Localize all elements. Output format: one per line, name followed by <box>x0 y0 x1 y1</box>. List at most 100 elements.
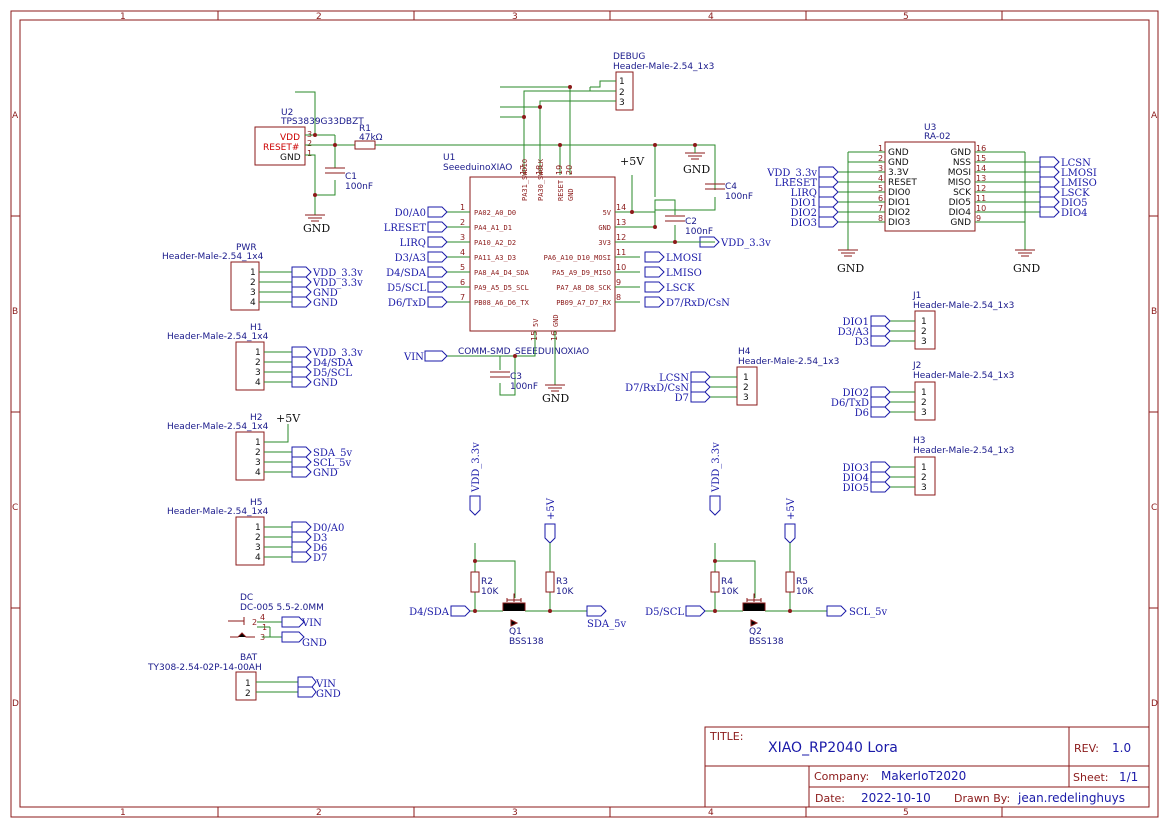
hdr-J1-net-1: DIO1 <box>842 317 869 328</box>
svg-text:5: 5 <box>878 184 883 193</box>
svg-text:16: 16 <box>976 144 986 153</box>
svg-text:1: 1 <box>255 348 261 358</box>
hdr-J2-net-2-flag <box>870 396 891 408</box>
vin-label: VIN <box>403 352 424 363</box>
u1-net-11: LMOSI <box>666 253 702 264</box>
shifter-R3-resistor <box>545 571 555 593</box>
hdr-H4-net-3-flag <box>690 391 711 403</box>
u3-net-6: DIO1 <box>790 198 817 209</box>
svg-text:4: 4 <box>255 378 261 388</box>
hdr-H3-net-3: DIO5 <box>842 483 869 494</box>
r1-ref: R1 <box>359 124 371 134</box>
col-label-bottom-4: 4 <box>708 808 714 818</box>
bat-part: TY308-2.54-02P-14-00AH <box>147 663 262 673</box>
u1-net-1: D0/A0 <box>395 208 426 219</box>
col-label-top-3: 3 <box>512 12 518 22</box>
hdr-J1-net-2-flag <box>870 325 891 337</box>
hdr-J2-net-1-flag <box>870 386 891 398</box>
u3-net-14-flag <box>1039 166 1060 178</box>
grid-labels: 1 2 3 4 5 1 2 3 4 5 A B C D A B C D <box>12 12 1158 818</box>
row-label-left-c: C <box>12 503 18 513</box>
u1-net-9: LSCK <box>666 283 695 294</box>
hdr-H4-net-3: D7 <box>675 393 689 404</box>
hdr-H2-net-2-flag <box>291 446 312 458</box>
u1-pin-1: PA02_A0_D0 <box>474 209 516 217</box>
u3-net-13-flag <box>1039 176 1060 188</box>
svg-text:5: 5 <box>460 263 465 272</box>
c4-value: 100nF <box>725 192 753 202</box>
shifter-R4-ref: R4 <box>721 577 733 587</box>
u2-reset-pin: RESET# <box>263 143 299 153</box>
svg-text:1: 1 <box>255 523 261 533</box>
svg-text:6: 6 <box>460 278 465 287</box>
u1-pin-6: PA9_A5_D5_SCL <box>474 284 529 292</box>
u3-net-15-flag <box>1039 156 1060 168</box>
u3-pin-10: DIO4 <box>949 208 972 218</box>
debug-pin-2: 2 <box>619 88 625 98</box>
svg-text:3: 3 <box>878 164 883 173</box>
svg-text:10: 10 <box>976 204 986 213</box>
u3-net-13: LMISO <box>1061 178 1097 189</box>
hdr-PWR-part: Header-Male-2.54_1x4 <box>162 252 264 262</box>
u3-net-14: LMOSI <box>1061 168 1097 179</box>
svg-text:20: 20 <box>565 165 574 175</box>
u1-pin-19: RESET <box>557 179 565 201</box>
svg-text:3: 3 <box>460 233 465 242</box>
svg-text:1: 1 <box>250 268 256 278</box>
svg-text:1: 1 <box>921 463 927 473</box>
hdr-H1-ref: H1 <box>250 323 263 333</box>
u1-pin-20: GND <box>567 188 575 201</box>
u3-pin-12: SCK <box>953 188 972 198</box>
svg-text:3: 3 <box>255 368 261 378</box>
u1-net-12: VDD_3.3v <box>720 238 771 249</box>
shifter-Q1-ref: Q1 <box>509 627 522 637</box>
c1-value: 100nF <box>345 182 373 192</box>
c1-ref: C1 <box>345 172 357 182</box>
u1-net-3-flag <box>427 236 448 248</box>
svg-text:11: 11 <box>616 248 626 257</box>
u3-net-4-flag <box>818 176 839 188</box>
u1-pin-15: 5V <box>532 318 540 327</box>
gnd-symbol-u3-left: GND <box>837 262 864 275</box>
hdr-H3-net-1: DIO3 <box>842 463 869 474</box>
svg-text:2: 2 <box>921 398 927 408</box>
hdr-J1-net-3: D3 <box>855 337 869 348</box>
svg-text:2: 2 <box>921 327 927 337</box>
svg-text:14: 14 <box>976 164 986 173</box>
u3-pin-7: DIO2 <box>888 208 910 218</box>
col-label-bottom-1: 1 <box>120 808 126 818</box>
u3-body <box>884 141 976 232</box>
svg-text:1: 1 <box>460 203 465 212</box>
shifter-Q2-supply: +5V <box>786 497 797 520</box>
debug-pin-3: 3 <box>619 98 625 108</box>
u1-net-12-flag <box>699 236 720 248</box>
u2-reset-supervisor: U2 TPS3839G33DBZT VDD RESET# GND 3 2 1 R… <box>254 91 561 235</box>
company-label: Company: <box>814 770 869 783</box>
hdr-H3-net-2: DIO4 <box>842 473 869 484</box>
u3-pin-2: GND <box>888 158 909 168</box>
u3-ref: U3 <box>924 123 936 133</box>
hdr-J2-part: Header-Male-2.54_1x3 <box>913 371 1014 381</box>
u3-pin-4: RESET <box>888 178 917 188</box>
svg-text:6: 6 <box>878 194 883 203</box>
u1-net-4: D3/A3 <box>395 253 426 264</box>
dc-jack: DC DC-005 5.5-2.0MM 4 2 1 3 VIN GND <box>228 593 327 649</box>
debug-header: DEBUG Header-Male-2.54_1x3 1 2 3 <box>500 52 714 175</box>
svg-text:17: 17 <box>519 165 528 175</box>
u2-vdd-pin: VDD <box>280 133 300 143</box>
hdr-H2-net-3-flag <box>291 456 312 468</box>
u2-pin-1: 1 <box>307 149 312 158</box>
u3-net-6-flag <box>818 196 839 208</box>
u1-pin-17: PA31_SWDIO <box>521 159 529 201</box>
hdr-PWR-net-4: GND <box>313 298 338 309</box>
hdr-PWR-net-1: VDD_3.3v <box>312 268 363 279</box>
shifter-R3-ref: R3 <box>556 577 568 587</box>
u1-net-7-flag <box>427 296 448 308</box>
u3-pin-6: DIO1 <box>888 198 910 208</box>
hdr-H5-net-1: D0/A0 <box>313 523 344 534</box>
u3-pin-3: 3.3V <box>888 168 909 178</box>
dc-pin-4: 4 <box>260 613 265 622</box>
u1-net-6-flag <box>427 281 448 293</box>
